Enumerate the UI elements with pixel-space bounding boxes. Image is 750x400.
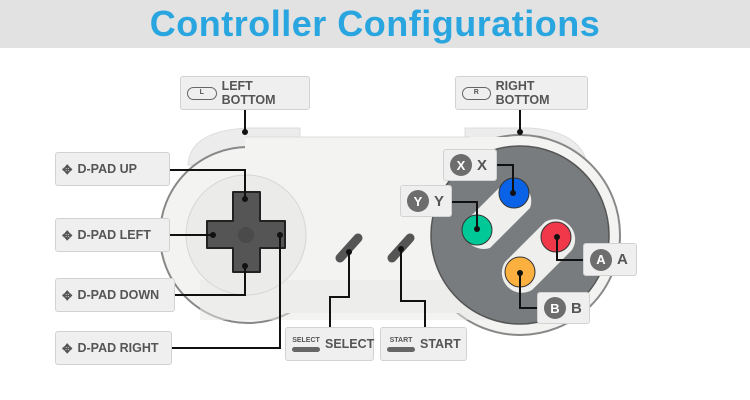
dpad-icon: ✥: [62, 288, 73, 303]
start-label: START START: [380, 327, 467, 361]
label-text: B: [571, 299, 582, 317]
connector-lines: [170, 110, 583, 349]
start-key-icon: START: [387, 337, 415, 352]
label-text: RIGHT BOTTOM: [495, 79, 550, 107]
dpad-down-label: ✥ D-PAD DOWN: [55, 278, 175, 312]
b-key-icon: B: [544, 297, 566, 319]
a-key-icon: A: [590, 248, 612, 271]
right-bottom-label: R RIGHT BOTTOM: [455, 76, 588, 110]
dpad[interactable]: [206, 191, 286, 273]
label-text: LEFT BOTTOM: [221, 79, 276, 107]
dpad-left-label: ✥ D-PAD LEFT: [55, 218, 170, 252]
select-key-icon: SELECT: [292, 337, 320, 352]
r-key-icon: R: [462, 86, 491, 100]
dpad-right-label: ✥ D-PAD RIGHT: [55, 331, 172, 365]
label-text: A: [617, 251, 628, 268]
label-text: X: [477, 156, 488, 174]
dpad-icon: ✥: [62, 341, 73, 356]
dpad-up-label: ✥ D-PAD UP: [55, 152, 170, 186]
dpad-icon: ✥: [62, 162, 73, 177]
label-text: D-PAD RIGHT: [77, 341, 159, 355]
left-bottom-label: L LEFT BOTTOM: [180, 76, 310, 110]
label-text: D-PAD LEFT: [77, 228, 151, 242]
label-text: START: [420, 337, 461, 351]
title-bar: Controller Configurations: [0, 0, 750, 48]
select-label: SELECT SELECT: [285, 327, 374, 361]
connector-dots: [210, 129, 560, 276]
face-button-well: [430, 145, 610, 325]
label-text: D-PAD UP: [77, 162, 137, 176]
x-key-icon: X: [450, 154, 472, 176]
y-key-icon: Y: [407, 190, 429, 212]
label-text: SELECT: [325, 337, 375, 351]
page-title: Controller Configurations: [149, 3, 601, 44]
label-text: Y: [434, 192, 445, 210]
l-key-icon: L: [187, 86, 217, 100]
label-text: D-PAD DOWN: [77, 288, 160, 302]
select-button[interactable]: [335, 233, 363, 263]
dpad-icon: ✥: [62, 228, 73, 243]
